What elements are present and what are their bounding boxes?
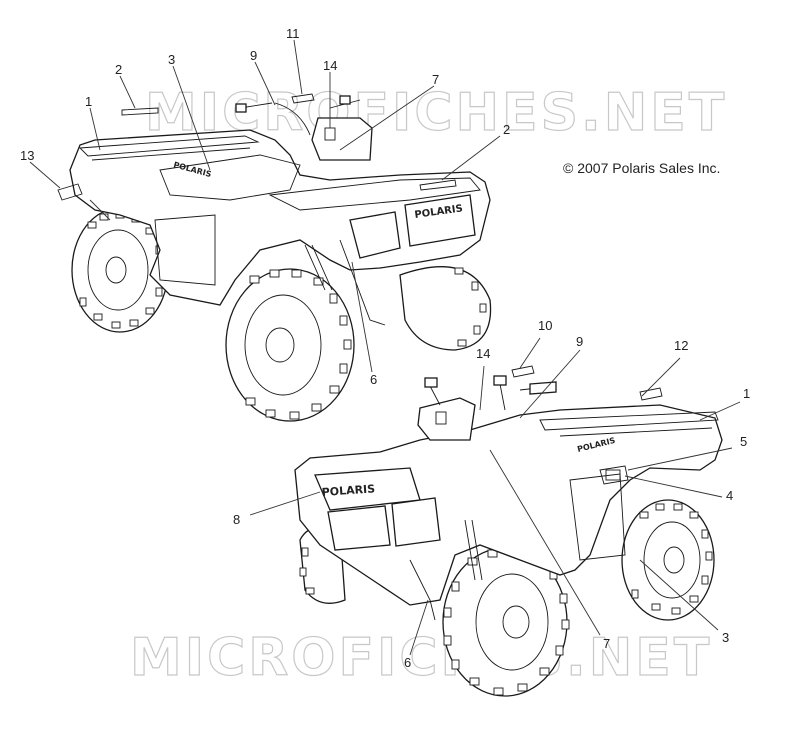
callout-10-bottom: 10 — [538, 318, 552, 333]
decals-top: POLARIS POLARIS — [57, 93, 464, 221]
callout-6-bottom: 6 — [404, 655, 411, 670]
copyright-notice: © 2007 Polaris Sales Inc. — [563, 160, 721, 176]
callout-13-top: 13 — [20, 148, 34, 163]
decal-11 — [291, 93, 315, 104]
callout-2-top-rear: 2 — [115, 62, 122, 77]
atv-top-illustration: POLARIS POLARIS — [29, 39, 501, 422]
decal-13 — [57, 183, 83, 201]
far-wheel-top — [399, 266, 492, 351]
callout-4-bottom: 4 — [726, 488, 733, 503]
callout-8-bottom: 8 — [233, 512, 240, 527]
leader-lines-top — [29, 39, 501, 373]
decal-2-rear — [121, 107, 159, 116]
callout-3-top: 3 — [168, 52, 175, 67]
callouts-top: 1 2 3 9 11 14 7 2 13 6 — [20, 26, 510, 387]
decal-4 — [605, 469, 621, 481]
atv-body-bottom — [294, 375, 723, 621]
callout-12-bottom: 12 — [674, 338, 688, 353]
callout-6-top: 6 — [370, 372, 377, 387]
callout-2-top-front: 2 — [503, 122, 510, 137]
callouts-bottom: 10 14 9 12 1 5 4 8 3 7 6 — [233, 318, 750, 670]
decal-14-bottom — [435, 411, 447, 425]
leader-lines-bottom — [249, 337, 741, 656]
decal-10 — [511, 365, 535, 378]
callout-11-top: 11 — [286, 26, 300, 41]
watermark-bottom: MICROFICHES.NET — [130, 628, 712, 688]
callout-14-bottom: 14 — [476, 346, 490, 361]
callout-7-bottom: 7 — [603, 636, 610, 651]
decal-12 — [639, 387, 663, 401]
callout-14-top: 14 — [323, 58, 337, 73]
atv-bottom-illustration: POLARIS POLARIS — [249, 337, 741, 697]
callout-1-top: 1 — [85, 94, 92, 109]
callout-3-bottom: 3 — [722, 630, 729, 645]
callout-7-top: 7 — [432, 72, 439, 87]
polaris-front-decal-bottom: POLARIS — [321, 482, 375, 499]
callout-1-bottom: 1 — [743, 386, 750, 401]
front-wheel-top — [225, 268, 355, 422]
callout-9-top: 9 — [250, 48, 257, 63]
rear-wheel-bottom — [621, 499, 715, 621]
decal-2-front — [419, 179, 457, 191]
callout-9-bottom: 9 — [576, 334, 583, 349]
callout-5-bottom: 5 — [740, 434, 747, 449]
atv-body-top — [69, 95, 491, 326]
